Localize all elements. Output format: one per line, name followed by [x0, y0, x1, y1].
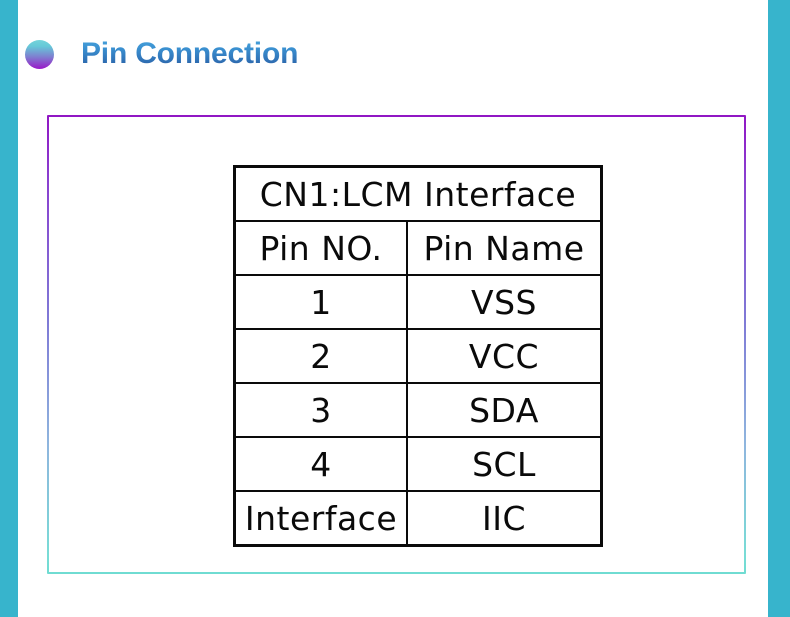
table-row-caption: CN1:LCM Interface [233, 165, 603, 222]
pin-connection-table: CN1:LCM Interface Pin NO. Pin Name 1 VSS… [233, 165, 603, 547]
cell-pin-no: 3 [233, 382, 408, 438]
cell-pin-name: VSS [406, 274, 603, 330]
cell-interface-label: Interface [233, 490, 408, 547]
cell-pin-no: 2 [233, 328, 408, 384]
cell-pin-no: 1 [233, 274, 408, 330]
table-row: 4 SCL [233, 436, 603, 492]
left-accent-bar [0, 0, 18, 617]
pin-table-caption: CN1:LCM Interface [233, 165, 603, 222]
slide-canvas: Pin Connection CN1:LCM Interface Pin NO.… [18, 0, 768, 617]
table-row: 1 VSS [233, 274, 603, 330]
cell-pin-name: VCC [406, 328, 603, 384]
cell-pin-name: SDA [406, 382, 603, 438]
content-card: CN1:LCM Interface Pin NO. Pin Name 1 VSS… [47, 115, 746, 574]
page-title: Pin Connection [81, 37, 299, 70]
table-row: Interface IIC [233, 490, 603, 547]
cell-interface-value: IIC [406, 490, 603, 547]
pin-table-container: CN1:LCM Interface Pin NO. Pin Name 1 VSS… [233, 165, 603, 547]
cell-pin-name: SCL [406, 436, 603, 492]
column-header-pin-name: Pin Name [406, 220, 603, 276]
gradient-dot-icon [25, 39, 54, 69]
cell-pin-no: 4 [233, 436, 408, 492]
table-row-header: Pin NO. Pin Name [233, 220, 603, 276]
column-header-pin-no: Pin NO. [233, 220, 408, 276]
slide-heading: Pin Connection [25, 30, 298, 78]
table-row: 3 SDA [233, 382, 603, 438]
table-row: 2 VCC [233, 328, 603, 384]
right-accent-bar [768, 0, 790, 617]
